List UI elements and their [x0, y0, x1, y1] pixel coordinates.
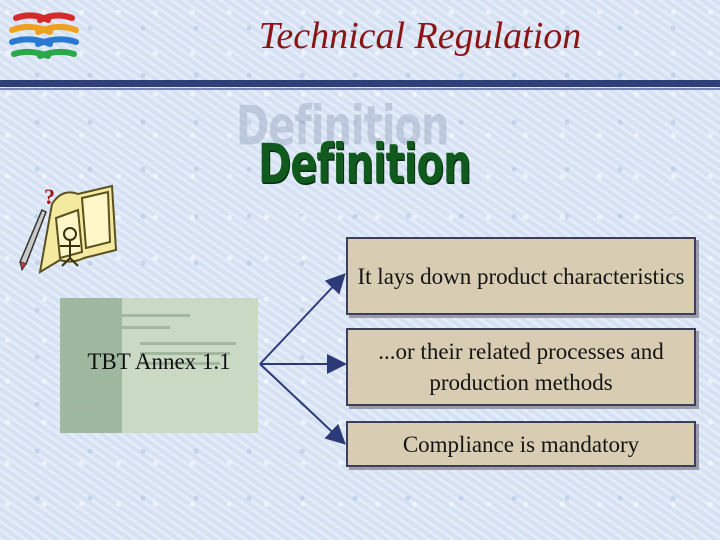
- element-box-compliance: Compliance is mandatory: [346, 421, 696, 467]
- slide-title: Technical Regulation: [258, 15, 582, 57]
- title-divider: [0, 80, 720, 87]
- definition-banner-shadow: Definition: [236, 96, 449, 159]
- title-divider-accent: [0, 88, 720, 90]
- book-cover-icon: [60, 298, 258, 433]
- thinking-figure-icon: ?: [18, 184, 118, 274]
- arrow-to-element-1: [259, 273, 346, 365]
- element-box-processes: ...or their related processes and produc…: [346, 328, 696, 406]
- svg-text:?: ?: [44, 184, 55, 209]
- arrow-to-element-3: [259, 363, 346, 445]
- element-box-characteristics: It lays down product characteristics: [346, 237, 696, 315]
- source-label: TBT Annex 1.1: [87, 349, 231, 374]
- wto-logo-icon: [9, 12, 79, 59]
- definition-banner: Definition: [258, 134, 471, 197]
